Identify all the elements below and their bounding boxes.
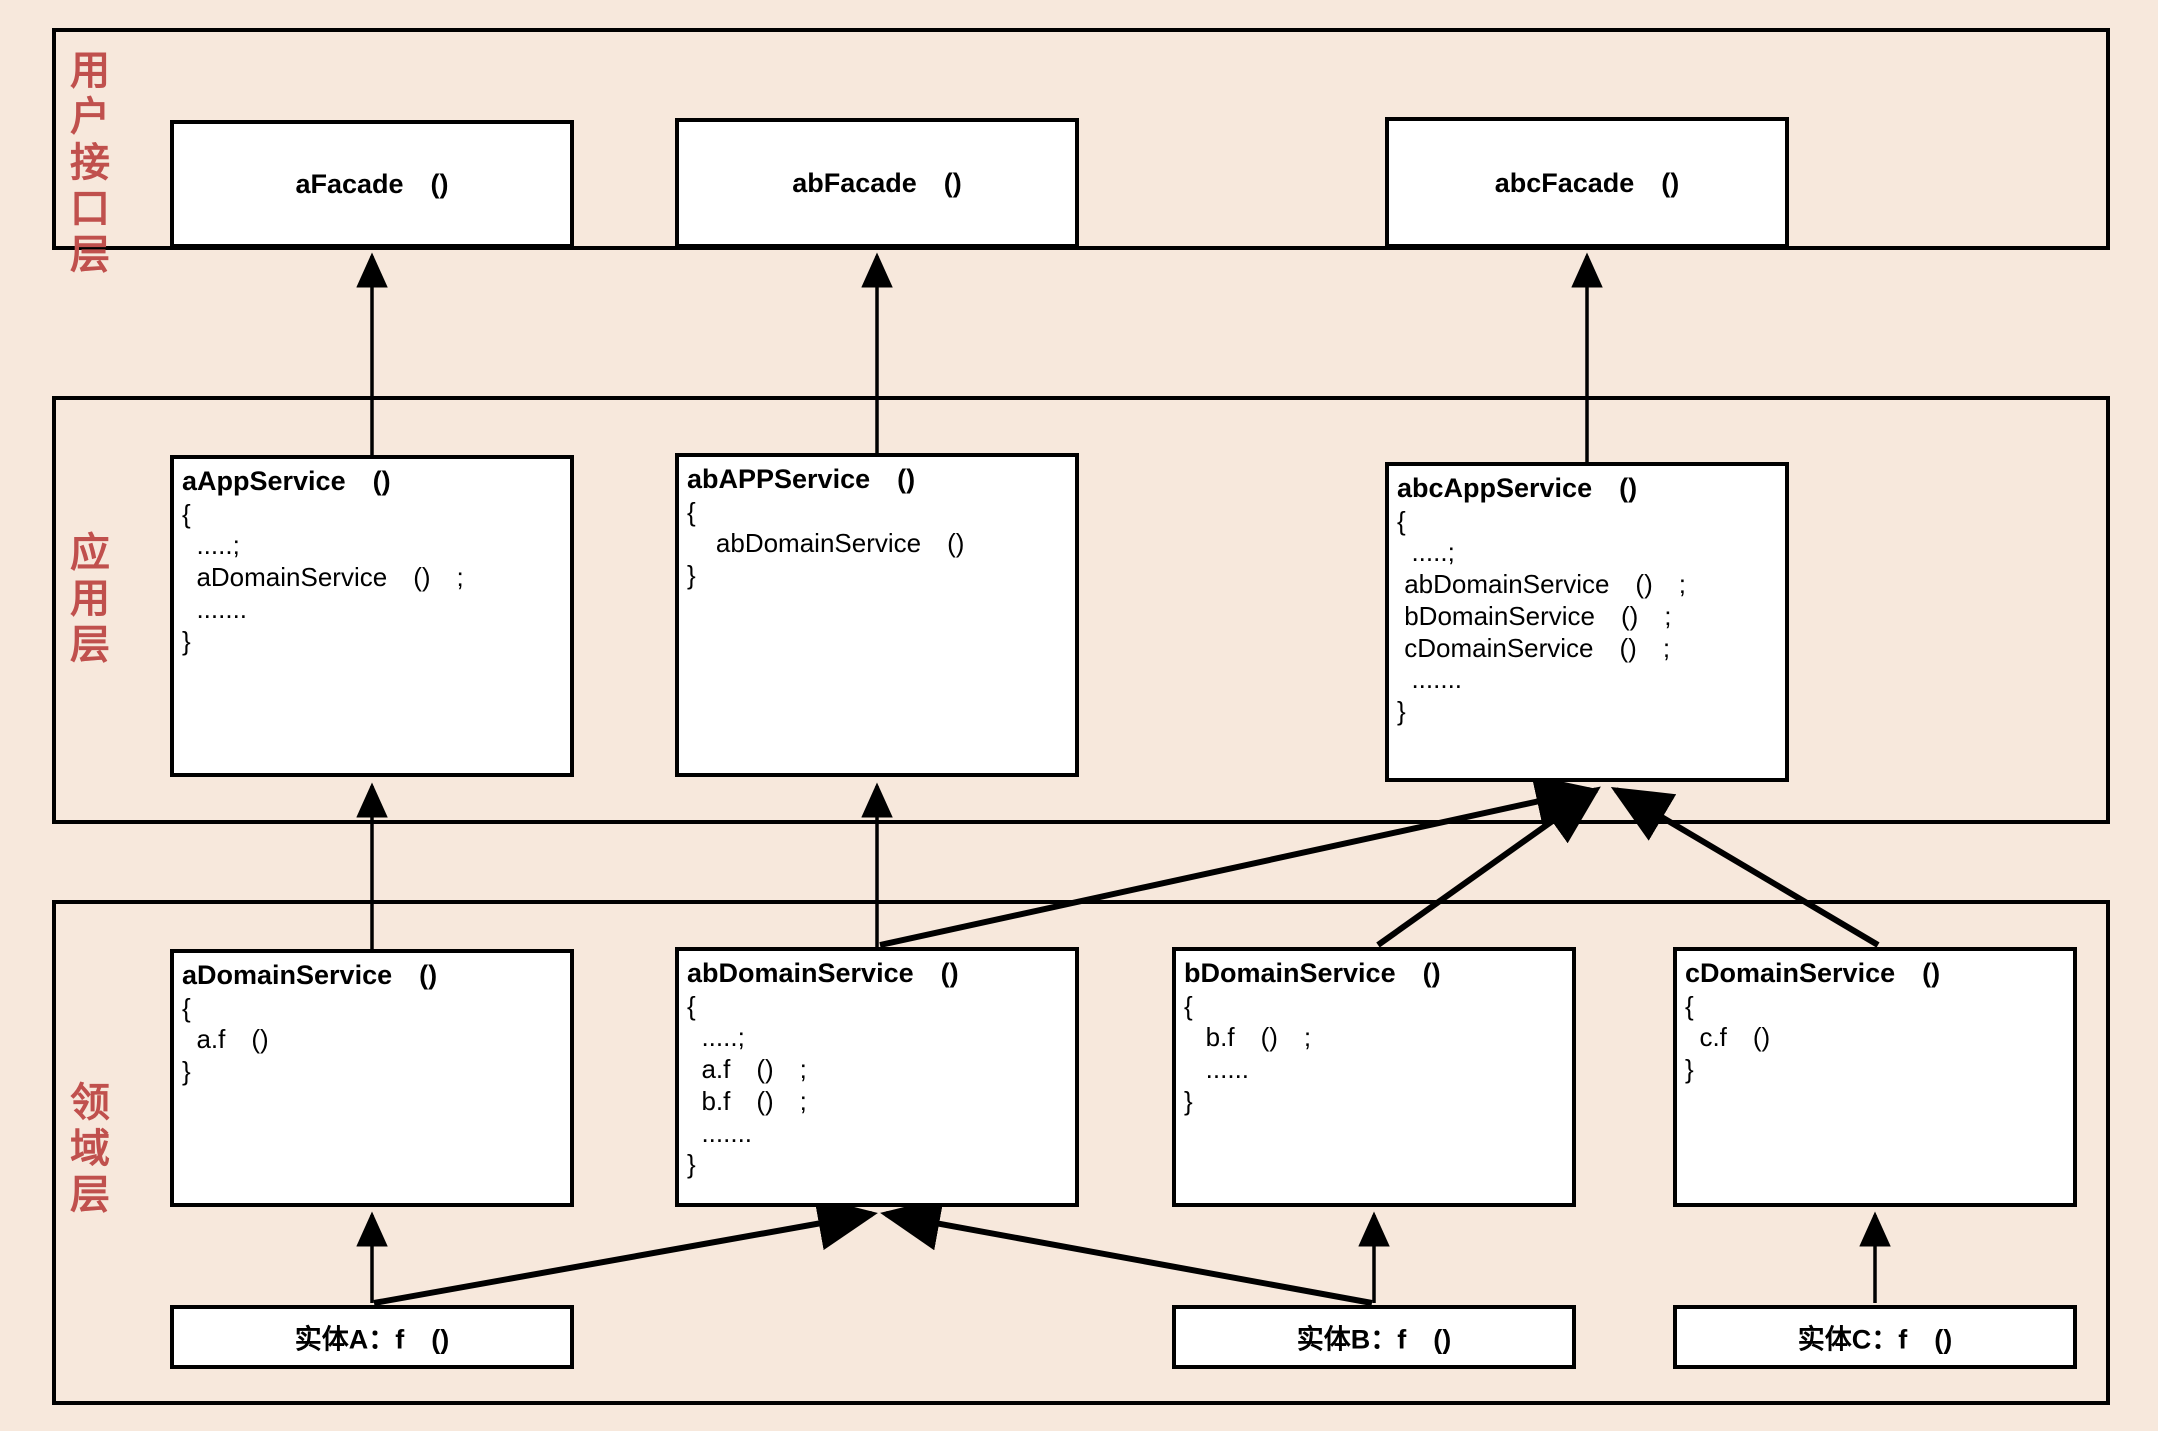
node-entity-a[interactable]: 实体A：f () — [170, 1305, 574, 1369]
layer-frame-application — [52, 396, 2110, 824]
node-abc-facade-title: abcFacade () — [1494, 167, 1680, 198]
node-abc-app-service[interactable]: abcAppService () { .....; abDomainServic… — [1385, 462, 1789, 782]
layer-label-domain: 领域层 — [70, 1081, 110, 1217]
node-ab-app-service-title: abAPPService () — [687, 464, 916, 494]
node-entity-b-label: 实体B：f () — [1296, 1324, 1452, 1355]
node-ab-domain-service[interactable]: abDomainService () { .....; a.f () ; b.f… — [675, 947, 1079, 1207]
node-a-app-service-title: aAppService () — [182, 466, 391, 496]
layer-frame-domain — [52, 900, 2110, 1405]
node-ab-app-service-body: { abDomainService () } — [687, 496, 965, 591]
node-c-domain-service-body: { c.f () } — [1685, 990, 1771, 1085]
node-b-domain-service-title: bDomainService () — [1184, 958, 1441, 988]
node-a-domain-service-body: { a.f () } — [182, 992, 269, 1087]
node-abc-app-service-title: abcAppService () — [1397, 473, 1638, 503]
node-abc-facade[interactable]: abcFacade () — [1385, 117, 1789, 248]
node-ab-facade-title: abFacade () — [792, 167, 962, 198]
node-b-domain-service-body: { b.f () ; ...... } — [1184, 990, 1312, 1116]
node-a-app-service-body: { .....; aDomainService () ; ....... } — [182, 498, 464, 656]
node-c-domain-service[interactable]: cDomainService () { c.f () } — [1673, 947, 2077, 1207]
node-a-domain-service[interactable]: aDomainService () { a.f () } — [170, 949, 574, 1207]
node-b-domain-service[interactable]: bDomainService () { b.f () ; ...... } — [1172, 947, 1576, 1207]
node-entity-b[interactable]: 实体B：f () — [1172, 1305, 1576, 1369]
layer-frame-user-interface — [52, 28, 2110, 250]
node-a-facade-title: aFacade () — [295, 168, 449, 199]
node-abc-app-service-body: { .....; abDomainService () ; bDomainSer… — [1397, 505, 1686, 727]
node-ab-domain-service-body: { .....; a.f () ; b.f () ; ....... } — [687, 990, 807, 1180]
node-ab-domain-service-title: abDomainService () — [687, 958, 959, 988]
node-entity-a-label: 实体A：f () — [294, 1324, 450, 1355]
node-a-facade[interactable]: aFacade () — [170, 120, 574, 248]
node-ab-facade[interactable]: abFacade () — [675, 118, 1079, 248]
node-ab-app-service[interactable]: abAPPService () { abDomainService () } — [675, 453, 1079, 777]
node-entity-c-label: 实体C：f () — [1797, 1324, 1953, 1355]
node-a-domain-service-title: aDomainService () — [182, 960, 438, 990]
node-entity-c[interactable]: 实体C：f () — [1673, 1305, 2077, 1369]
layer-label-application: 应用层 — [70, 531, 110, 667]
layer-label-user-interface: 用户接口层 — [70, 49, 110, 277]
node-c-domain-service-title: cDomainService () — [1685, 958, 1941, 988]
node-a-app-service[interactable]: aAppService () { .....; aDomainService (… — [170, 455, 574, 777]
